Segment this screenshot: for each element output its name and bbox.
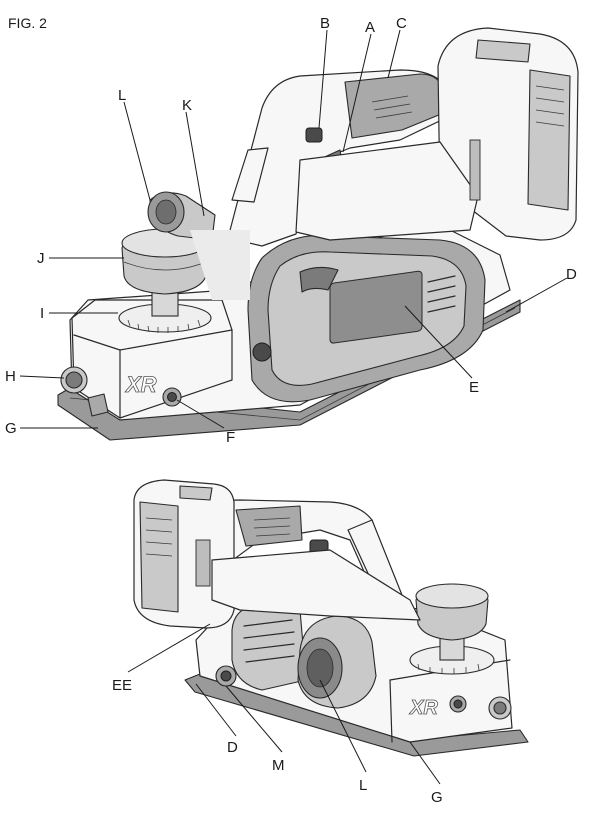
- label-h: H: [5, 368, 16, 385]
- planer-top-view: XR: [57, 27, 579, 441]
- label-g: G: [5, 420, 17, 437]
- label-k: K: [182, 97, 192, 114]
- motor-housing: [295, 141, 479, 241]
- label-d-lower: D: [227, 739, 238, 756]
- bottom-view-callouts: EE D M L G: [112, 677, 443, 806]
- label-a: A: [365, 19, 375, 36]
- label-e: E: [469, 379, 479, 396]
- label-l: L: [118, 87, 126, 104]
- label-d: D: [566, 266, 577, 283]
- label-f: F: [226, 429, 235, 446]
- label-l-lower: L: [359, 777, 367, 794]
- parking-shoe: [87, 393, 109, 417]
- bottom-view-leaders: [127, 623, 441, 785]
- label-i: I: [40, 305, 44, 322]
- motor-housing-lower: [211, 549, 421, 621]
- label-m: M: [272, 757, 285, 774]
- planer-bottom-view: XR: [133, 479, 529, 757]
- label-b: B: [320, 15, 330, 32]
- belt-cover-vents: [427, 275, 456, 313]
- handle-grip: [344, 73, 447, 139]
- depth-scale-ticks: [127, 319, 201, 333]
- lock-off-button[interactable]: [305, 127, 323, 143]
- label-ee: EE: [112, 677, 132, 694]
- figure-label: FIG. 2: [8, 15, 47, 31]
- top-view-leaders: [19, 29, 568, 429]
- top-view-callouts: A B C D E F G H I J K L: [5, 15, 577, 446]
- xr-logo-top: XR: [124, 372, 157, 397]
- xr-logo-bottom: XR: [409, 697, 438, 719]
- label-j: J: [37, 250, 45, 267]
- label-g-lower: G: [431, 789, 443, 806]
- label-c: C: [396, 15, 407, 32]
